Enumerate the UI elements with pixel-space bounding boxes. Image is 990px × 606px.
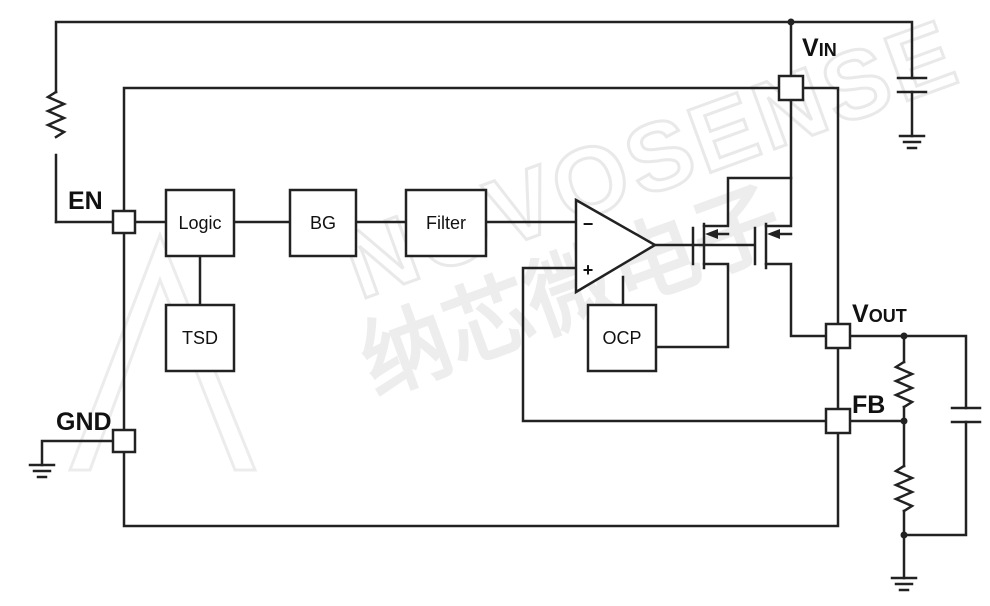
input-ground-icon (898, 134, 926, 150)
tsd-label: TSD (182, 328, 218, 348)
output-ground-icon (890, 576, 918, 592)
gnd-ground-icon (28, 463, 56, 479)
output-network (848, 332, 982, 592)
feedback-resistor-top (892, 360, 916, 409)
en-pin-label: EN (68, 187, 103, 215)
logic-label: Logic (178, 213, 221, 233)
vin-pin-label: VIN (802, 34, 837, 62)
vin-pin (777, 74, 805, 102)
filter-label: Filter (426, 213, 466, 233)
watermark-logo (67, 230, 258, 472)
bg-label: BG (310, 213, 336, 233)
opamp-inverting-sign: − (583, 214, 594, 234)
en-pullup-resistor (44, 90, 68, 139)
feedback-resistor-bottom (892, 464, 916, 513)
fb-pin (824, 407, 852, 435)
vout-label-sub: OUT (869, 306, 907, 326)
gnd-external (28, 439, 115, 479)
pass-transistors (691, 98, 828, 338)
gnd-pin (111, 428, 137, 454)
filter-block: Filter (404, 188, 488, 258)
ocp-label: OCP (602, 328, 641, 348)
ocp-block: OCP (586, 303, 658, 373)
external-wiring (44, 18, 928, 224)
error-amplifier: − + (574, 197, 658, 295)
vout-label-main: V (852, 300, 869, 328)
opamp-noninverting-sign: + (583, 260, 594, 280)
fb-pin-label: FB (852, 391, 885, 419)
vin-label-sub: IN (819, 40, 837, 60)
tsd-block: TSD (164, 303, 236, 373)
vin-label-main: V (802, 34, 819, 62)
output-ground-junction-dot (900, 531, 908, 539)
logic-block: Logic (164, 188, 236, 258)
bg-block: BG (288, 188, 358, 258)
en-pin (111, 209, 137, 235)
vout-pin-label: VOUT (852, 300, 907, 328)
ic-outline (122, 86, 840, 528)
internal-wiring (134, 220, 828, 423)
gnd-pin-label: GND (56, 408, 112, 436)
vout-pin (824, 322, 852, 350)
